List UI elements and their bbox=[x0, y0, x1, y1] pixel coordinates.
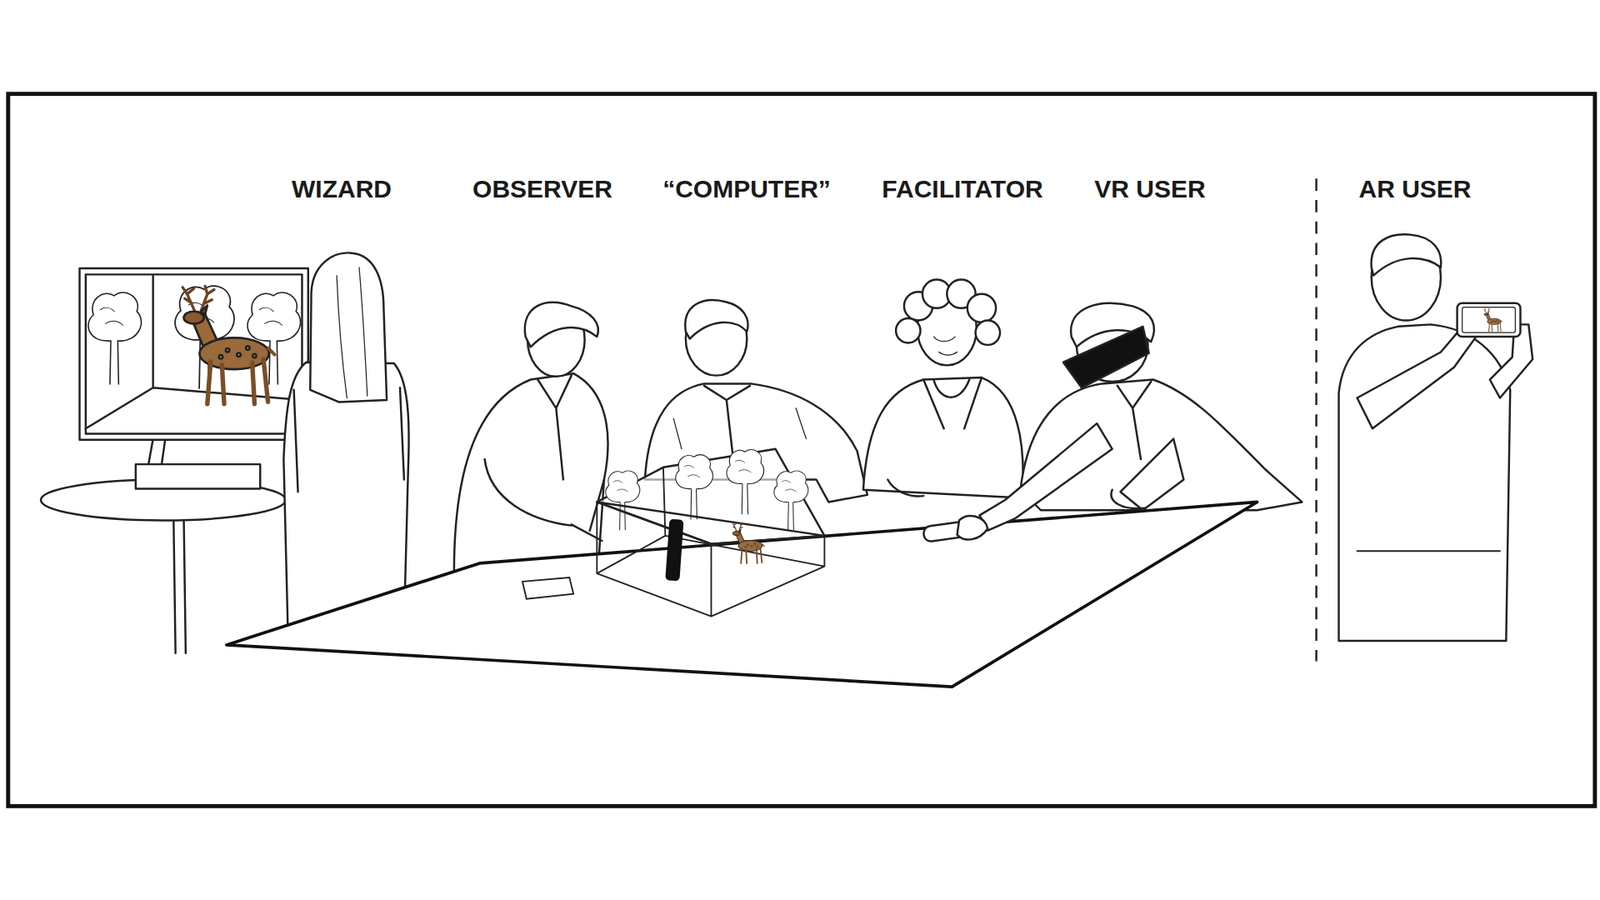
wizard-figure bbox=[294, 387, 405, 492]
glass-box bbox=[675, 455, 714, 520]
glass-box bbox=[596, 449, 825, 617]
wizard-station bbox=[173, 510, 175, 653]
glass-box bbox=[774, 470, 809, 530]
ar-user-figure bbox=[1339, 324, 1511, 641]
outer-frame bbox=[8, 94, 1595, 807]
role-label: OBSERVER bbox=[472, 175, 613, 203]
facilitator-figure bbox=[933, 336, 957, 355]
facilitator-figure bbox=[887, 480, 924, 497]
role-label: WIZARD bbox=[291, 175, 392, 203]
glass-box bbox=[666, 520, 684, 580]
facilitator-figure bbox=[863, 377, 1024, 498]
glass-box bbox=[596, 467, 825, 617]
ar-user-figure bbox=[1357, 550, 1500, 552]
vr-user-figure bbox=[1020, 380, 1302, 511]
observer-figure bbox=[485, 459, 605, 531]
facilitator-figure bbox=[967, 294, 996, 323]
wizard-figure bbox=[283, 252, 409, 625]
wizard-figure bbox=[336, 267, 368, 399]
observer-figure bbox=[454, 373, 609, 572]
facilitator-figure bbox=[923, 377, 982, 429]
glass-box bbox=[726, 450, 765, 515]
computer-figure bbox=[704, 385, 750, 455]
ar-user-figure bbox=[1484, 308, 1503, 332]
wizard-station bbox=[183, 510, 185, 653]
wizard-station bbox=[85, 274, 303, 434]
ar-user-figure bbox=[1457, 303, 1521, 337]
dashed-separator bbox=[1315, 178, 1317, 661]
vr-user-figure bbox=[1063, 326, 1150, 388]
vr-user-arms bbox=[1120, 439, 1184, 511]
role-label: “COMPUTER” bbox=[662, 175, 831, 203]
wizard-station bbox=[182, 285, 275, 404]
facilitator-figure bbox=[975, 320, 1000, 345]
wizard-station bbox=[80, 268, 309, 440]
vr-user-arms bbox=[980, 423, 1113, 531]
ar-user-figure bbox=[1371, 235, 1441, 321]
wizard-station bbox=[148, 439, 166, 468]
wizard-figure bbox=[310, 252, 387, 402]
vr-user-arms bbox=[957, 515, 989, 540]
glass-box bbox=[596, 449, 825, 545]
wizard-station bbox=[40, 268, 309, 654]
role-label: AR USER bbox=[1358, 175, 1471, 203]
glass-box bbox=[605, 470, 640, 530]
paper-card bbox=[522, 577, 574, 600]
vr-user-arms bbox=[922, 423, 1184, 543]
role-label: VR USER bbox=[1094, 175, 1205, 203]
observer-figure bbox=[525, 302, 599, 348]
wizard-station bbox=[135, 464, 260, 489]
wizard-station bbox=[247, 292, 301, 385]
role-label: FACILITATOR bbox=[881, 175, 1043, 203]
computer-figure bbox=[673, 408, 806, 450]
glass-box bbox=[596, 501, 825, 544]
wizard-station bbox=[85, 275, 303, 430]
observer-figure bbox=[454, 302, 609, 572]
observer-figure bbox=[537, 375, 571, 480]
ar-user-figure bbox=[1371, 234, 1442, 275]
wizard-station bbox=[88, 292, 142, 385]
facilitator-figure bbox=[863, 280, 1024, 499]
vr-user-figure bbox=[1117, 381, 1151, 460]
vr-user-arms bbox=[1111, 490, 1145, 509]
ar-user-figure bbox=[1462, 307, 1516, 334]
glass-box bbox=[732, 522, 765, 564]
ar-user-figure bbox=[1357, 324, 1478, 429]
ar-user-figure bbox=[1339, 234, 1534, 641]
computer-figure bbox=[685, 300, 748, 339]
facilitator-figure bbox=[895, 318, 920, 343]
